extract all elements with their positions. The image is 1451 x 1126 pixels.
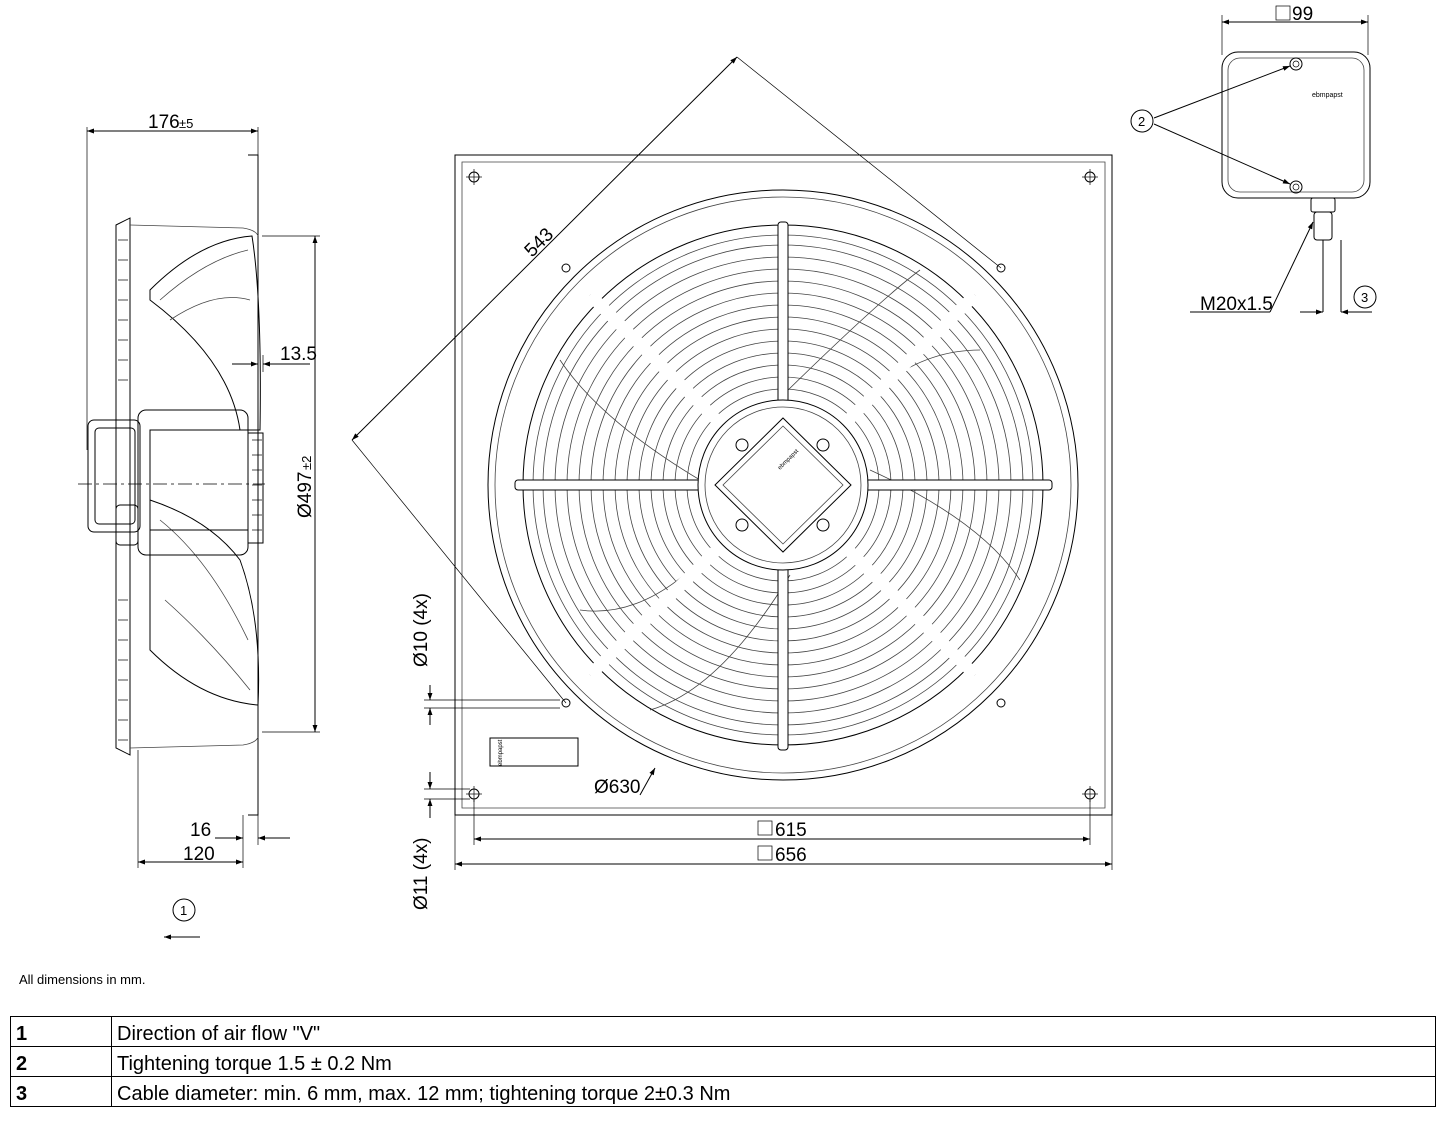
dim-ring-diameter: Ø630: [594, 777, 640, 798]
dim-fan-diameter: Ø497: [295, 472, 316, 518]
callout-1-circle: [172, 898, 196, 922]
terminal-box: [1221, 51, 1371, 199]
dim-square-656: 656: [775, 845, 807, 866]
dim-side-depth: 176: [148, 112, 180, 133]
legend-num: 1: [10, 1016, 112, 1047]
dim-hole-d11: Ø11 (4x): [411, 837, 432, 910]
dim-side-depth-tol: ±5: [179, 116, 193, 131]
legend-text: Tightening torque 1.5 ± 0.2 Nm: [111, 1046, 1436, 1077]
terminal-box-side: [87, 419, 141, 533]
legend-num: 2: [10, 1046, 112, 1077]
guard-edge-hatch: [118, 239, 128, 741]
legend-num: 3: [10, 1076, 112, 1107]
legend-text: Cable diameter: min. 6 mm, max. 12 mm; t…: [111, 1076, 1436, 1107]
cable-gland-side: [115, 504, 139, 546]
side-view: 176 ±5: [78, 112, 320, 940]
dim-box-99: 99: [1292, 4, 1313, 25]
callout-3-circle: [1353, 285, 1377, 309]
dim-hub-offset: 13.5: [280, 344, 317, 365]
dim-diagonal: 543: [521, 224, 558, 261]
callout-1: 1: [180, 903, 187, 918]
front-view: ebmpapst ebmpapst 543 Ø630 Ø10 (4x) Ø11 …: [351, 56, 1113, 910]
cable-gland: [1310, 197, 1336, 213]
motor-terminal-box: [714, 417, 852, 553]
dim-fan-diameter-tol: ±2: [299, 456, 314, 470]
dim-bottom-16: 16: [190, 820, 211, 841]
legend-text: Direction of air flow "V": [111, 1016, 1436, 1047]
inlet-ring: [487, 189, 1079, 781]
dim-bottom-120: 120: [183, 844, 215, 865]
units-note: All dimensions in mm.: [19, 972, 146, 987]
legend-row: 1 Direction of air flow "V": [10, 1016, 1436, 1047]
box-brand: ebmpapst: [1312, 92, 1343, 99]
callout-3: 3: [1361, 290, 1368, 305]
rating-label: [489, 737, 579, 767]
dim-square-615: 615: [775, 820, 807, 841]
legend-row: 3 Cable diameter: min. 6 mm, max. 12 mm;…: [10, 1076, 1436, 1107]
legend-row: 2 Tightening torque 1.5 ± 0.2 Nm: [10, 1046, 1436, 1077]
terminal-box-detail: 99 ebmpapst 2 M20x1.5 3: [1130, 4, 1377, 315]
callout-2-circle: [1130, 109, 1154, 133]
dim-hole-d10: Ø10 (4x): [411, 593, 432, 667]
callout-2: 2: [1138, 114, 1145, 129]
dim-cable-thread: M20x1.5: [1200, 294, 1273, 315]
plate-brand: ebmpapst: [498, 739, 504, 766]
legend-table: 1 Direction of air flow "V" 2 Tightening…: [10, 1016, 1436, 1107]
